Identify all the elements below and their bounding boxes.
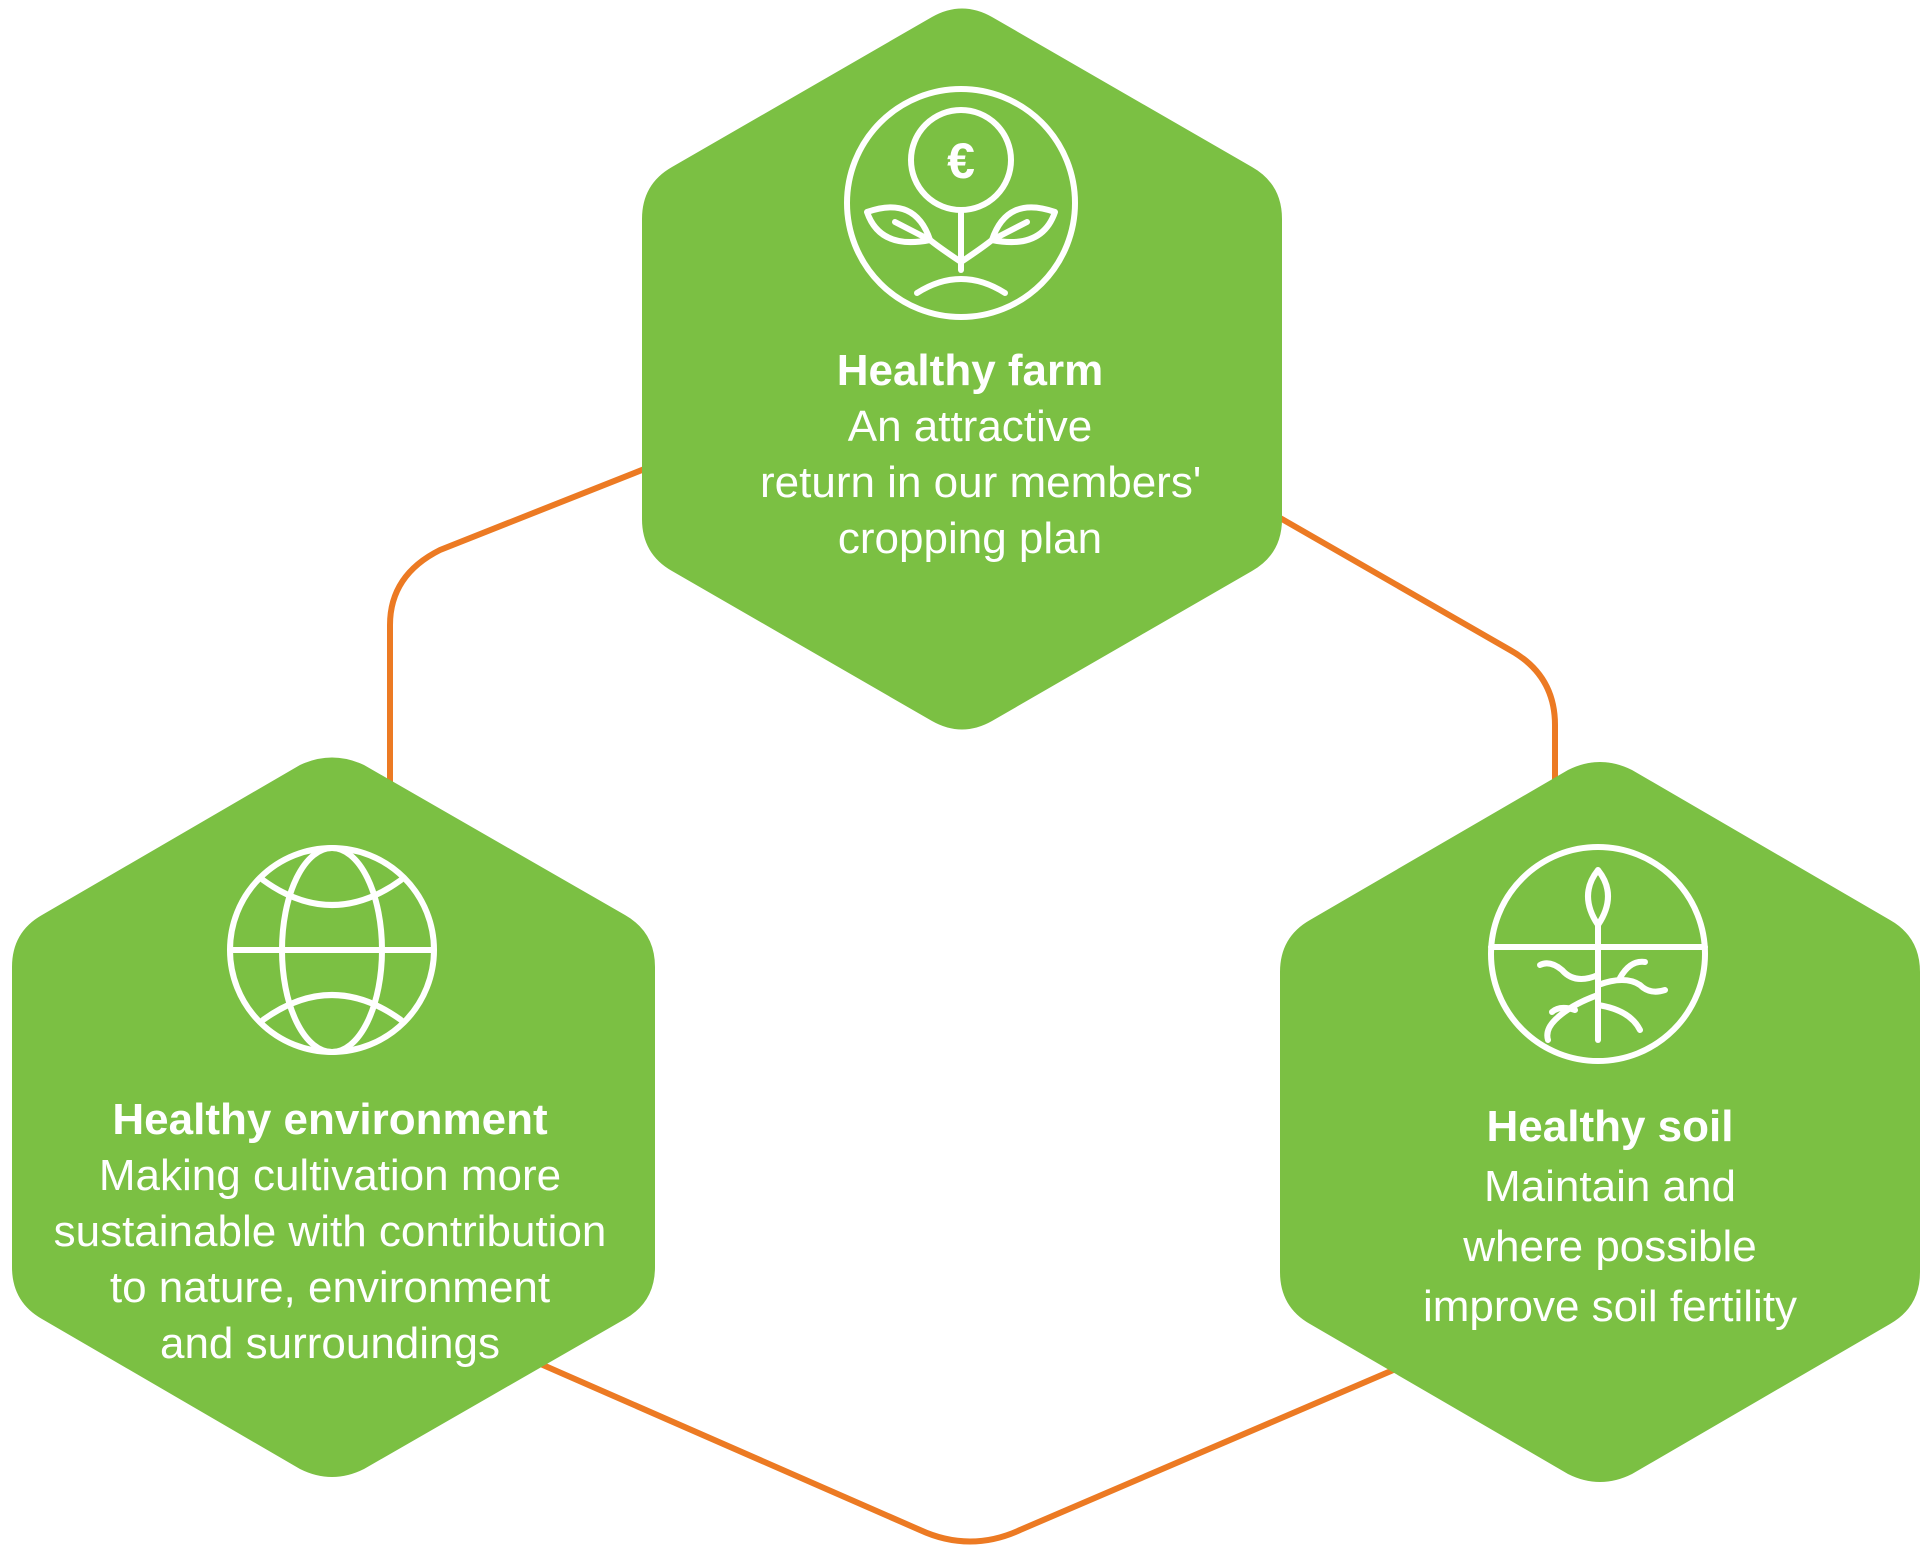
label-environment: Healthy environment Making cultivation m… (10, 1092, 650, 1372)
globe-icon (227, 845, 437, 1055)
label-farm: Healthy farm An attractive return in our… (760, 343, 1202, 567)
farm-line-2: return in our members' (760, 458, 1202, 507)
euro-coin-plant-icon: € (844, 86, 1078, 320)
svg-text:€: € (947, 133, 975, 189)
hexagon-farm (642, 8, 1282, 730)
seedling-roots-icon (1488, 844, 1708, 1064)
label-soil: Healthy soil Maintain and where possible… (1300, 1097, 1920, 1337)
environment-line-3: to nature, environment (109, 1263, 551, 1312)
environment-title: Healthy environment (112, 1095, 548, 1144)
farm-line-3: cropping plan (837, 514, 1103, 563)
farm-line-1: An attractive (847, 402, 1093, 451)
farm-title: Healthy farm (836, 346, 1104, 395)
orange-connector-ring (387, 337, 1558, 1545)
environment-line-1: Making cultivation more (98, 1151, 562, 1200)
soil-line-1: Maintain and (1484, 1162, 1736, 1211)
hexagon-environment (12, 757, 655, 1477)
hexagon-soil (1280, 762, 1920, 1482)
environment-line-4: and surroundings (159, 1319, 500, 1368)
soil-title: Healthy soil (1486, 1102, 1734, 1151)
soil-line-2: where possible (1463, 1222, 1757, 1271)
soil-line-3: improve soil fertility (1422, 1282, 1798, 1331)
environment-line-2: sustainable with contribution (53, 1207, 607, 1256)
